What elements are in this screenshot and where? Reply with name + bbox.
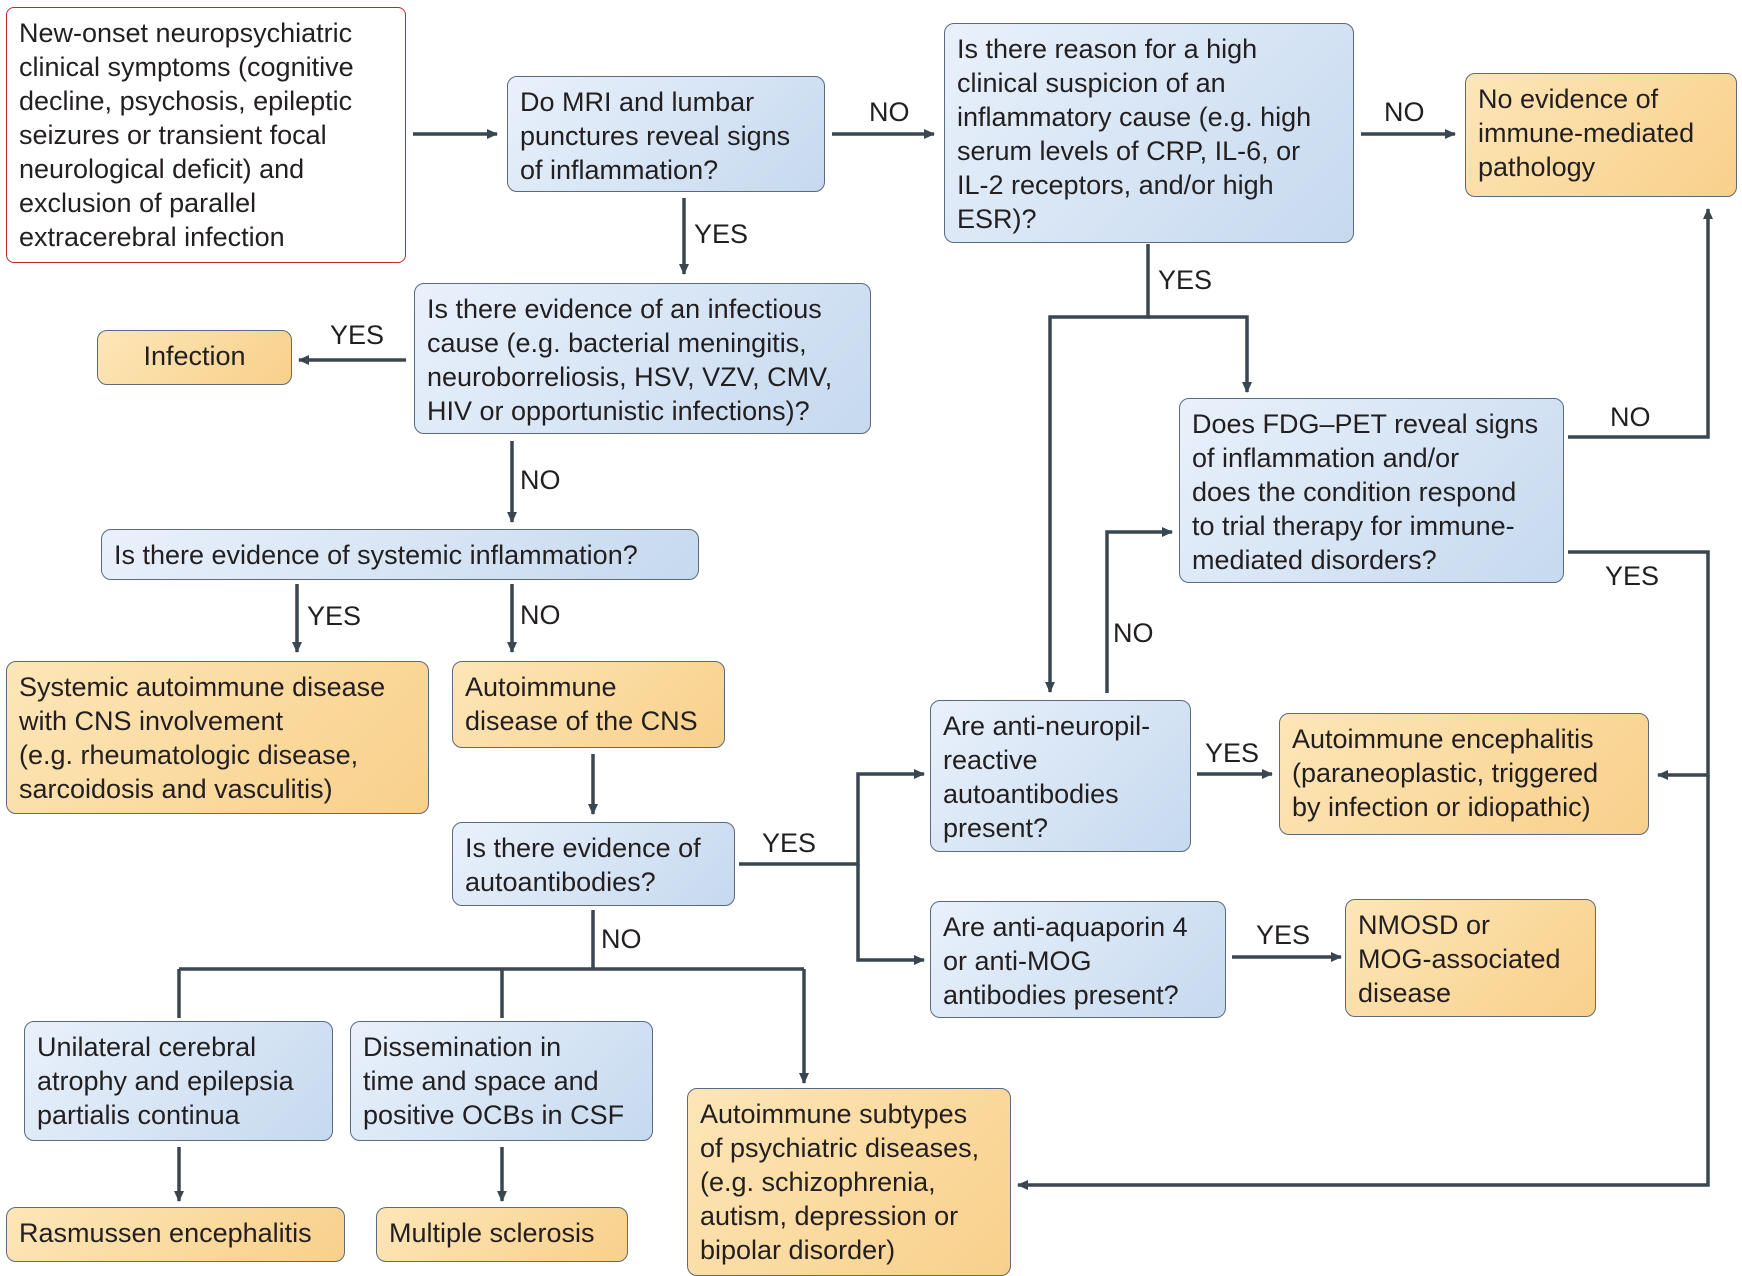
- label-suspicion-no: NO: [1384, 97, 1425, 127]
- aquaporin-mog-question: Are anti-aquaporin 4 or anti-MOG antibod…: [930, 901, 1226, 1018]
- label-neuropil-no: NO: [1113, 618, 1154, 648]
- label-systemic-yes: YES: [307, 601, 362, 631]
- arrow-neuropil-no: [1105, 527, 1173, 693]
- infection-outcome: Infection: [97, 330, 292, 385]
- label-systemic-no: NO: [520, 600, 561, 630]
- multiple-sclerosis-outcome: Multiple sclerosis: [376, 1207, 628, 1262]
- rasmussen-outcome: Rasmussen encephalitis: [6, 1207, 345, 1262]
- start-box: New-onset neuropsychiatric clinical symp…: [6, 7, 406, 263]
- label-aquaporin-yes: YES: [1256, 920, 1311, 950]
- label-fdg-yes: YES: [1605, 561, 1660, 591]
- systemic-autoimmune-outcome: Systemic autoimmune disease with CNS inv…: [6, 661, 429, 814]
- arrow-autoantibodies-yes-aquaporin: [856, 864, 925, 965]
- label-mri-yes: YES: [694, 219, 749, 249]
- branch-autoantibodies-no: [177, 910, 804, 1018]
- arrow-fdg-yes-encephalitis: [1568, 550, 1710, 780]
- psychiatric-subtypes-outcome: Autoimmune subtypes of psychiatric disea…: [687, 1088, 1011, 1276]
- no-evidence-outcome: No evidence of immune-mediated pathology: [1465, 73, 1737, 197]
- systemic-inflammation-question: Is there evidence of systemic inflammati…: [101, 529, 699, 580]
- infectious-cause-question: Is there evidence of an infectious cause…: [414, 283, 871, 434]
- label-autoantibodies-yes: YES: [762, 828, 817, 858]
- label-neuropil-yes: YES: [1205, 738, 1260, 768]
- autoantibodies-question: Is there evidence of autoantibodies?: [452, 822, 735, 906]
- anti-neuropil-question: Are anti-neuropil- reactive autoantibodi…: [930, 700, 1191, 852]
- label-suspicion-yes: YES: [1158, 265, 1213, 295]
- clinical-suspicion-question: Is there reason for a high clinical susp…: [944, 23, 1354, 243]
- autoimmune-encephalitis-outcome: Autoimmune encephalitis (paraneoplastic,…: [1279, 713, 1649, 835]
- label-mri-no: NO: [869, 97, 910, 127]
- arrow-suspicion-yes-left: [1045, 244, 1150, 693]
- label-infectious-yes: YES: [330, 320, 385, 350]
- unilateral-atrophy-question: Unilateral cerebral atrophy and epilepsi…: [24, 1021, 333, 1141]
- arrow-autoantibodies-yes-neuropil: [739, 769, 925, 866]
- label-autoantibodies-no: NO: [601, 924, 642, 954]
- mri-lumbar-question: Do MRI and lumbar punctures reveal signs…: [507, 76, 825, 192]
- label-infectious-no: NO: [520, 465, 561, 495]
- dissemination-question: Dissemination in time and space and posi…: [350, 1021, 653, 1141]
- nmosd-outcome: NMOSD or MOG-associated disease: [1345, 899, 1596, 1017]
- autoimmune-cns-outcome: Autoimmune disease of the CNS: [452, 661, 725, 748]
- fdg-pet-question: Does FDG–PET reveal signs of inflammatio…: [1179, 398, 1564, 583]
- label-fdg-no: NO: [1610, 402, 1651, 432]
- arrow-fdg-yes-psychiatric: [1017, 775, 1710, 1190]
- arrow-fdg-no: [1568, 208, 1713, 439]
- arrow-suspicion-yes-right: [1148, 315, 1252, 393]
